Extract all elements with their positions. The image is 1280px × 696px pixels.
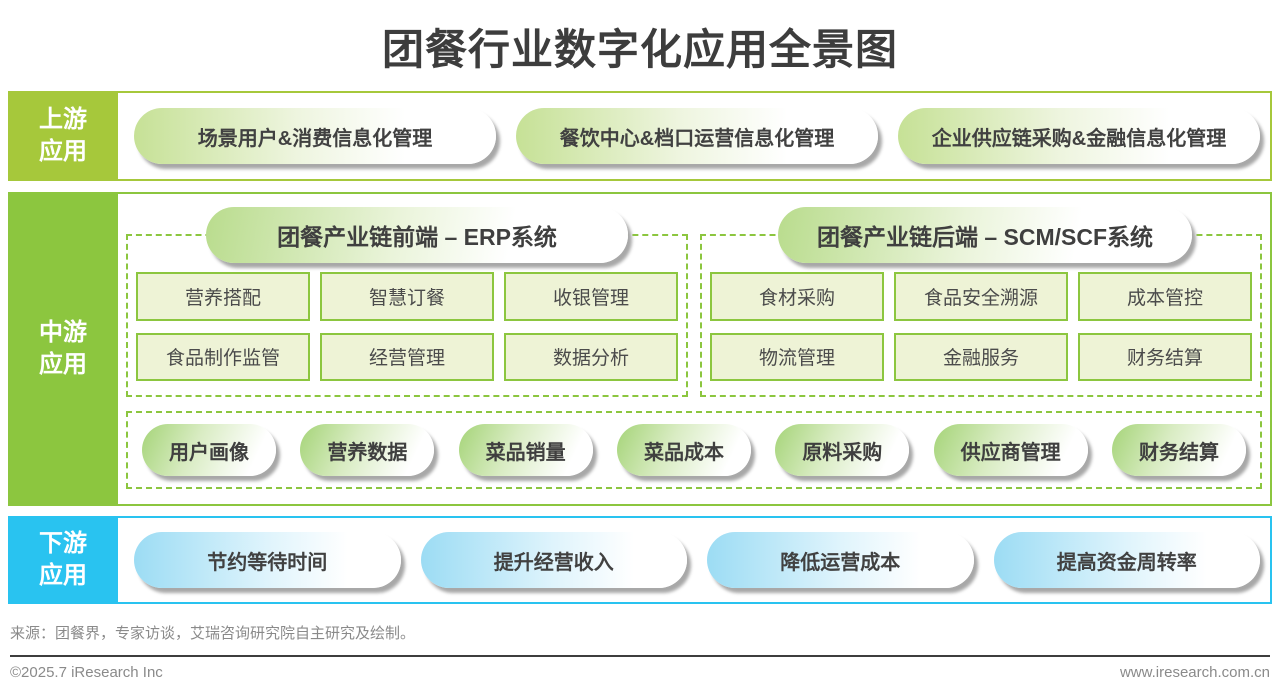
erp-cell-operation-management: 经营管理 (320, 332, 494, 381)
data-pill-raw-material-procurement: 原料采购 (775, 424, 910, 476)
scm-cell-cost-control: 成本管控 (1078, 272, 1252, 321)
erp-dashed-box: 营养搭配 智慧订餐 收银管理 食品制作监管 经营管理 数据分析 (126, 234, 688, 397)
scm-dashed-box: 食材采购 食品安全溯源 成本管控 物流管理 金融服务 财务结算 (700, 234, 1262, 397)
downstream-pill-save-waiting-time: 节约等待时间 (134, 532, 401, 588)
scm-cell-financial-settlement: 财务结算 (1078, 332, 1252, 381)
scm-cell-grid: 食材采购 食品安全溯源 成本管控 物流管理 金融服务 财务结算 (710, 272, 1252, 381)
source-note: 来源：团餐界，专家访谈，艾瑞咨询研究院自主研究及绘制。 (10, 625, 416, 642)
copyright-text: ©2025.7 iResearch Inc (10, 664, 163, 681)
data-pill-nutrition-data: 营养数据 (300, 424, 435, 476)
midstream-label-line1: 中游 (39, 318, 87, 346)
page-title: 团餐行业数字化应用全景图 (381, 26, 898, 73)
data-pill-financial-settlement: 财务结算 (1111, 424, 1246, 476)
data-pill-user-profile: 用户画像 (142, 424, 276, 476)
upstream-pill-consumer-info: 场景用户&消费信息化管理 (134, 108, 496, 164)
erp-cell-nutrition-pairing: 营养搭配 (136, 272, 310, 321)
downstream-label-line1: 下游 (39, 529, 87, 557)
upstream-label-line1: 上游 (39, 105, 87, 133)
erp-cell-food-production-supervision: 食品制作监管 (136, 332, 310, 381)
upstream-pill-supply-finance-info: 企业供应链采购&金融信息化管理 (898, 108, 1260, 164)
downstream-pill-reduce-operating-cost: 降低运营成本 (707, 532, 974, 588)
midstream-label-line2: 应用 (39, 351, 87, 378)
erp-header-pill: 团餐产业链前端 – ERP系统 (206, 207, 628, 263)
erp-cell-cashier-management: 收银管理 (504, 272, 678, 321)
footer-divider (10, 655, 1270, 657)
upstream-label-line2: 应用 (39, 138, 87, 165)
upstream-side-label: 上游 应用 (8, 91, 118, 181)
downstream-pill-improve-capital-turnover: 提高资金周转率 (993, 532, 1260, 588)
erp-cell-grid: 营养搭配 智慧订餐 收银管理 食品制作监管 经营管理 数据分析 (136, 272, 678, 381)
data-pills-dashed-box: 用户画像 营养数据 菜品销量 菜品成本 原料采购 供应商管理 财务结算 (126, 411, 1262, 489)
erp-cell-smart-ordering: 智慧订餐 (320, 272, 494, 321)
data-pill-dish-cost: 菜品成本 (616, 424, 751, 476)
scm-cell-food-safety-traceability: 食品安全溯源 (894, 272, 1068, 321)
website-text: www.iresearch.com.cn (1119, 664, 1270, 681)
scm-header-pill: 团餐产业链后端 – SCM/SCF系统 (778, 207, 1192, 263)
scm-cell-ingredient-procurement: 食材采购 (710, 272, 884, 321)
data-pill-dish-sales: 菜品销量 (458, 424, 593, 476)
downstream-pill-row: 节约等待时间 提升经营收入 降低运营成本 提高资金周转率 (134, 518, 1260, 602)
downstream-side-label: 下游 应用 (8, 516, 118, 604)
scm-cell-financial-services: 金融服务 (894, 332, 1068, 381)
footer-bar: ©2025.7 iResearch Inc www.iresearch.com.… (10, 664, 1270, 681)
upstream-pill-row: 场景用户&消费信息化管理 餐饮中心&档口运营信息化管理 企业供应链采购&金融信息… (134, 93, 1260, 179)
midstream-side-label: 中游 应用 (8, 192, 118, 506)
scm-cell-logistics-management: 物流管理 (710, 332, 884, 381)
erp-cell-data-analysis: 数据分析 (504, 332, 678, 381)
downstream-pill-increase-revenue: 提升经营收入 (420, 532, 687, 588)
upstream-pill-canteen-ops-info: 餐饮中心&档口运营信息化管理 (516, 108, 878, 164)
section-upstream: 上游 应用 场景用户&消费信息化管理 餐饮中心&档口运营信息化管理 企业供应链采… (8, 91, 1272, 181)
section-midstream: 中游 应用 团餐产业链前端 – ERP系统 团餐产业链后端 – SCM/SCF系… (8, 192, 1272, 506)
section-downstream: 下游 应用 节约等待时间 提升经营收入 降低运营成本 提高资金周转率 (8, 516, 1272, 604)
downstream-label-line2: 应用 (39, 562, 87, 589)
data-pill-supplier-management: 供应商管理 (933, 424, 1088, 476)
